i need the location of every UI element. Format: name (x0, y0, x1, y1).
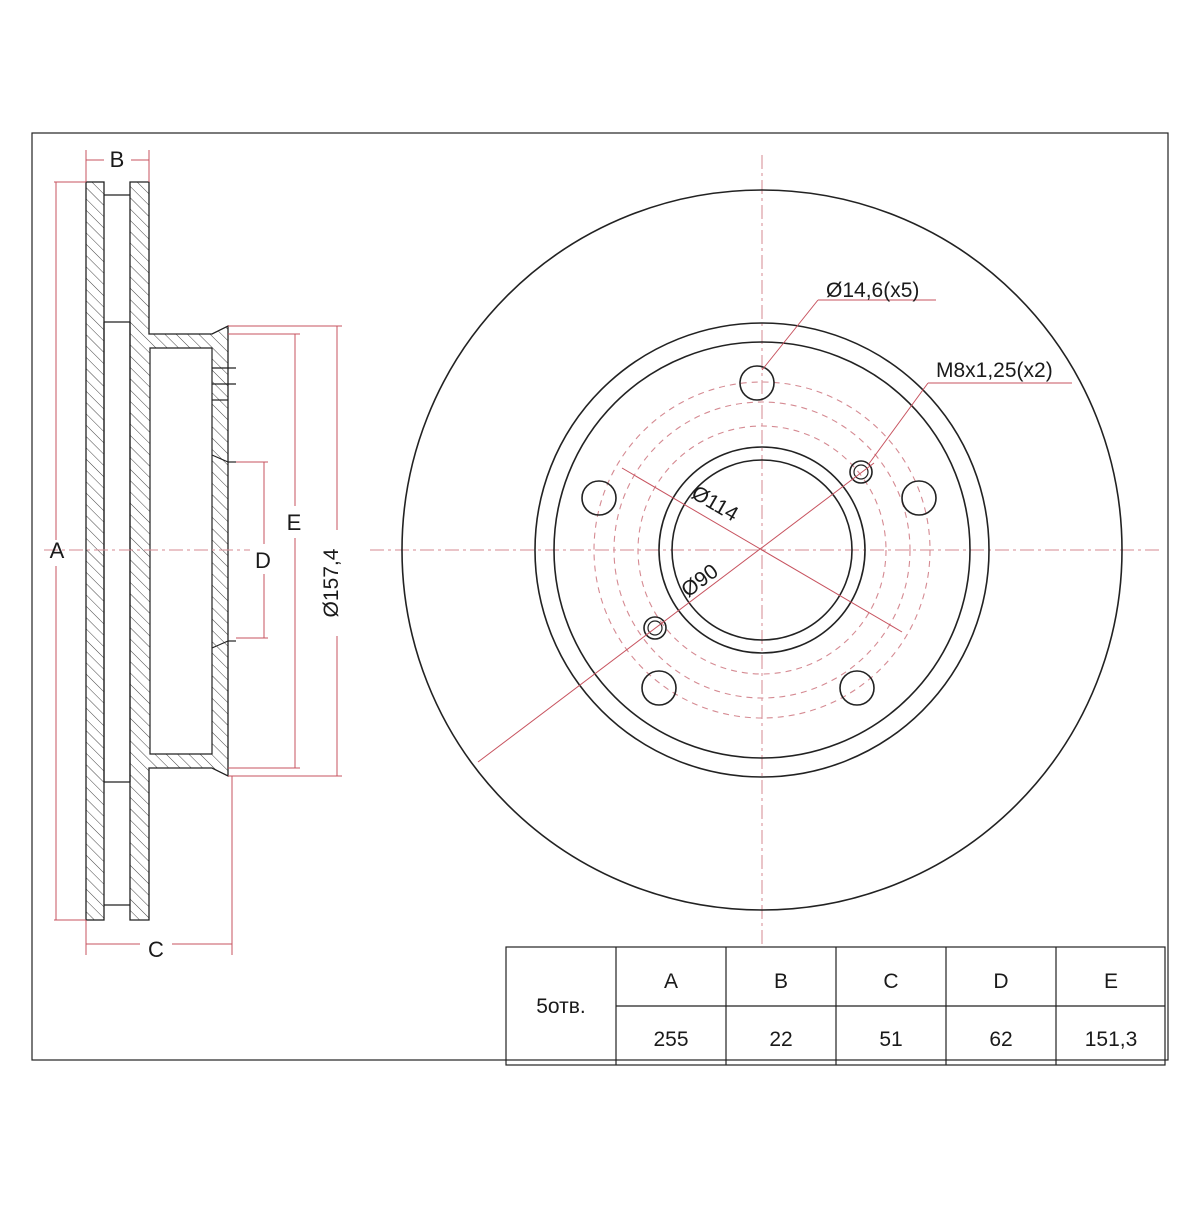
hat-cavity (149, 347, 213, 755)
bolt-hole (641, 670, 677, 706)
bolt-hole (901, 480, 937, 516)
table-header-a: A (664, 970, 678, 993)
front-view: Ø14,6(x5) M8x1,25(x2) Ø114 Ø90 (370, 155, 1160, 945)
table-value-e: 151,3 (1085, 1028, 1138, 1051)
dim-label-b: B (110, 147, 125, 172)
drawing-frame (31, 132, 1169, 1061)
side-section-view: A B C D E Ø157,4 (44, 147, 343, 962)
table-value-b: 22 (769, 1028, 792, 1051)
table-header-e: E (1104, 970, 1118, 993)
table-value-c: 51 (879, 1028, 902, 1051)
bolt-hole (839, 670, 875, 706)
table-value-a: 255 (653, 1028, 688, 1051)
bolt-hole (581, 480, 617, 516)
hat-inner-edge-hidden (593, 381, 931, 719)
outer-friction-plate (85, 181, 105, 921)
thread-callout: M8x1,25(x2) (936, 359, 1053, 382)
spec-table: 5отв. A B C D E 255 22 51 62 151,3 (505, 946, 1166, 1066)
dim-label-e: E (287, 510, 302, 535)
friction-ring-edge (534, 322, 990, 778)
dim-label-d: D (255, 548, 271, 573)
bolt-hole (739, 365, 775, 401)
table-header-d: D (993, 970, 1008, 993)
table-row-label: 5отв. (536, 995, 586, 1018)
dim-label-c: C (148, 937, 164, 962)
threaded-hole (849, 460, 873, 484)
center-bore (671, 459, 853, 641)
pcd-callout: Ø114 (688, 481, 743, 526)
table-header-c: C (883, 970, 898, 993)
pcd-circle (613, 401, 911, 699)
dim-label-a: A (50, 538, 65, 563)
table-header-b: B (774, 970, 788, 993)
threaded-hole (643, 616, 667, 640)
disc-outer-edge (401, 189, 1123, 911)
hat-outer-edge (553, 341, 971, 759)
dim-hub-diameter: Ø157,4 (320, 548, 343, 617)
thread-circle (637, 425, 887, 675)
bolt-hole-callout: Ø14,6(x5) (826, 279, 919, 302)
table-value-d: 62 (989, 1028, 1012, 1051)
center-bore-outer (658, 446, 866, 654)
